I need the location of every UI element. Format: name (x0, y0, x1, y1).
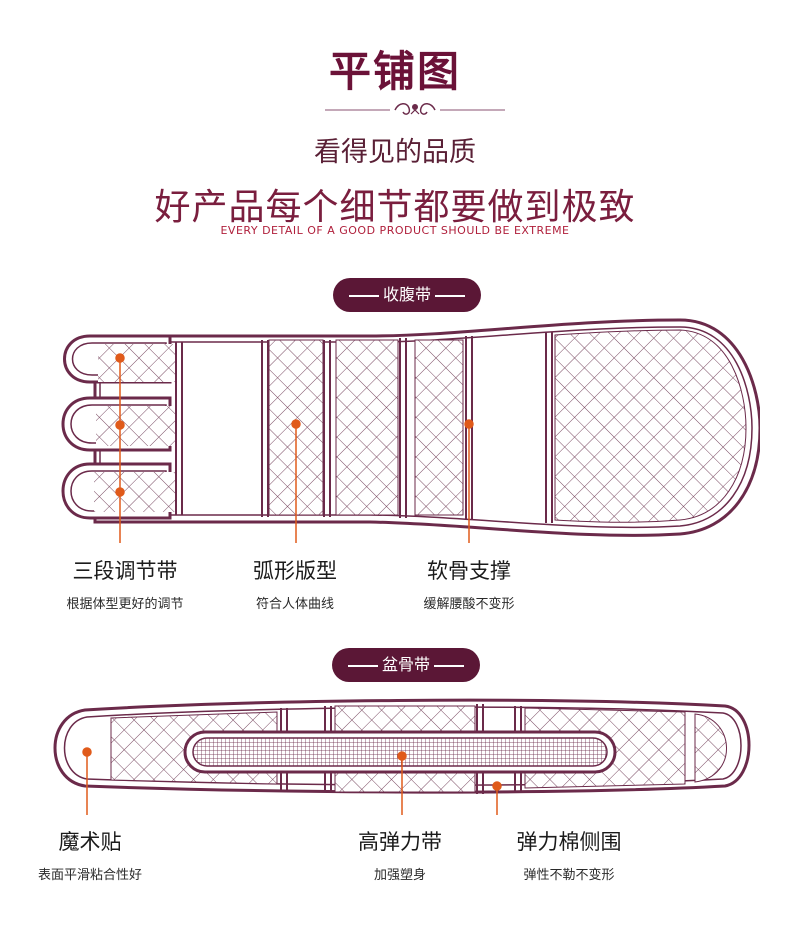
subtitle: 看得见的品质 (314, 137, 476, 168)
feature-elastic-cotton-sides: 弹力棉侧围 弹性不勒不变形 (484, 826, 654, 883)
section-title: 收腹带 (382, 285, 431, 304)
feature-desc: 根据体型更好的调节 (66, 597, 184, 612)
page-title: 平铺图 (328, 47, 461, 96)
slogan-english: EVERY DETAIL OF A GOOD PRODUCT SHOULD BE… (220, 224, 570, 237)
feature-desc: 表面平滑粘合性好 (37, 868, 142, 883)
feature-desc: 缓解腰酸不变形 (423, 597, 515, 612)
feature-desc: 加强塑身 (373, 868, 426, 883)
slogan: 好产品每个细节都要做到极致 (154, 187, 636, 228)
ornament-divider (325, 103, 505, 115)
feature-name: 魔术贴 (58, 830, 122, 854)
feature-name: 弹力棉侧围 (516, 830, 622, 854)
feature-name: 弧形版型 (253, 559, 337, 583)
feature-name: 高弹力带 (358, 830, 442, 854)
pelvic-belt-illustration (53, 698, 751, 815)
feature-desc: 符合人体曲线 (255, 597, 334, 612)
section-badge-abdominal-belt: 收腹带 (333, 278, 481, 312)
feature-name: 软骨支撑 (427, 559, 511, 583)
abdominal-belt-illustration (61, 318, 760, 543)
section-title: 盆骨带 (381, 655, 430, 674)
feature-desc: 弹性不勒不变形 (523, 868, 615, 883)
feature-soft-bone-support: 软骨支撑 缓解腰酸不变形 (384, 555, 554, 612)
feature-high-elastic-band: 高弹力带 加强塑身 (315, 826, 485, 883)
feature-curved-shape: 弧形版型 符合人体曲线 (210, 555, 380, 612)
section-badge-pelvic-belt: 盆骨带 (332, 648, 480, 682)
feature-name: 三段调节带 (72, 559, 178, 583)
feature-velcro: 魔术贴 表面平滑粘合性好 (5, 826, 175, 883)
feature-three-straps: 三段调节带 根据体型更好的调节 (40, 555, 210, 612)
